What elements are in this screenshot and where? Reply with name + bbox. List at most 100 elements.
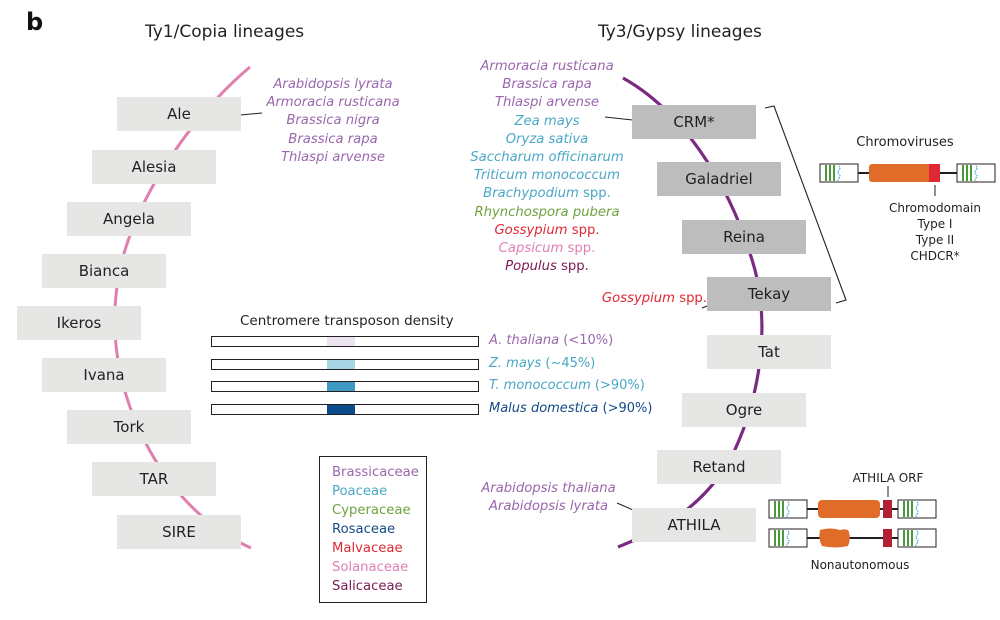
lineage-box-tat: Tat <box>707 335 831 369</box>
nonautonomous-label: Nonautonomous <box>810 558 910 572</box>
species-suffix: spp. <box>675 291 707 306</box>
species-name: Thlaspi arvense <box>466 94 628 112</box>
athila-orf-label: ATHILA ORF <box>852 471 924 485</box>
species-name: Triticum monococcum <box>466 167 628 185</box>
species-name: Arabidopsis thaliana <box>481 481 616 496</box>
density-bar <box>211 381 479 392</box>
athila-orf-block <box>883 500 892 518</box>
species-suffix: spp. <box>556 259 589 275</box>
lineage-box-retand: Retand <box>657 450 781 484</box>
lineage-box-ivana: Ivana <box>42 358 166 392</box>
ltr-pbs <box>786 501 790 518</box>
species-genus: Rhynchospora pubera <box>474 204 620 220</box>
density-band <box>327 359 355 369</box>
gag-pol-orf <box>869 164 933 182</box>
species-name: Brassica rapa <box>288 131 378 147</box>
lineage-box-galadriel: Galadriel <box>657 162 781 196</box>
species-genus: Zea mays <box>514 113 580 129</box>
copia-title: Ty1/Copia lineages <box>145 22 305 42</box>
ltr-pbs <box>915 501 919 518</box>
species-name: Oryza sativa <box>466 131 628 149</box>
gypsy-title: Ty3/Gypsy lineages <box>598 22 762 42</box>
panel-letter: b <box>26 8 44 36</box>
density-title: Centromere transposon density <box>240 313 454 329</box>
chromodomain-type-1: Type I <box>917 217 953 231</box>
species-name: Rhynchospora pubera <box>466 204 628 222</box>
ltr-pbs <box>837 165 841 182</box>
species-suffix: spp. <box>563 241 596 257</box>
density-label: A. thaliana (<10%) <box>489 333 613 348</box>
nonautonomous-athila-element <box>768 528 937 548</box>
ltr-pbs <box>974 165 978 182</box>
density-value: (<10%) <box>559 333 614 348</box>
density-band <box>327 404 355 414</box>
ltr-pbs <box>915 530 919 547</box>
chromoviruses-title: Chromoviruses <box>856 135 954 150</box>
athila-element <box>768 499 937 519</box>
chromodomain-label: Chromodomain Type I Type II CHDCR* <box>875 200 995 264</box>
density-band <box>327 337 355 346</box>
species-genus: Populus <box>505 259 557 275</box>
gag-pol-orf <box>818 500 880 518</box>
legend-item-cyperaceae: Cyperaceae <box>332 503 411 518</box>
species-name: Zea mays <box>466 113 628 131</box>
species-genus: Saccharum officinarum <box>470 150 624 166</box>
lineage-box-reina: Reina <box>682 220 806 254</box>
density-value: (>90%) <box>590 378 645 393</box>
chromovirus-element <box>819 163 996 183</box>
lineage-box-bianca: Bianca <box>42 254 166 288</box>
species-name: Brachypodium spp. <box>466 185 628 203</box>
lineage-box-ogre: Ogre <box>682 393 806 427</box>
species-name: Gossypium spp. <box>466 222 628 240</box>
species-name: Populus spp. <box>466 258 628 276</box>
density-bar <box>211 358 479 370</box>
density-bar <box>211 336 479 347</box>
density-label: Malus domestica (>90%) <box>489 401 652 416</box>
species-name: Arabidopsis lyrata <box>273 77 393 92</box>
species-genus: Gossypium <box>494 222 568 238</box>
density-species: T. monococcum <box>489 378 591 393</box>
species-name: Armoracia rusticana <box>266 95 400 111</box>
density-species: Z. mays <box>489 355 542 371</box>
chromodomain-text: Chromodomain <box>889 201 981 215</box>
density-label: T. monococcum (>90%) <box>489 378 645 393</box>
lineage-box-tork: Tork <box>67 410 191 444</box>
density-species: Malus domestica <box>489 400 599 416</box>
lineage-box-athila: ATHILA <box>632 508 756 542</box>
species-genus: Triticum monococcum <box>474 168 620 184</box>
lineage-box-alesia: Alesia <box>92 150 216 184</box>
species-genus: Gossypium <box>601 291 675 306</box>
species-genus: Armoracia rusticana <box>480 59 614 74</box>
species-name: Thlaspi arvense <box>280 149 386 165</box>
legend-item-malvaceae: Malvaceae <box>332 541 403 556</box>
species-genus: Brassica rapa <box>502 77 592 93</box>
species-name: Brassica nigra <box>286 113 380 129</box>
species-name: Saccharum officinarum <box>466 149 628 167</box>
species-name: Armoracia rusticana <box>466 58 628 76</box>
density-value: (>90%) <box>598 400 653 416</box>
chromovirus-bracket <box>764 105 847 304</box>
species-suffix: spp. <box>578 186 611 202</box>
lineage-box-tekay: Tekay <box>707 277 831 311</box>
species-name: Capsicum spp. <box>466 240 628 258</box>
truncated-orf <box>819 528 850 548</box>
lineage-box-tar: TAR <box>92 462 216 496</box>
species-genus: Oryza sativa <box>505 131 589 147</box>
chromodomain-type-2: Type II <box>915 233 955 247</box>
lineage-box-ikeros: Ikeros <box>17 306 141 340</box>
legend-item-rosaceae: Rosaceae <box>332 522 396 537</box>
chromodomain-type-chdcr: CHDCR* <box>910 249 960 263</box>
lineage-box-angela: Angela <box>67 202 191 236</box>
species-genus: Brachypodium <box>483 186 579 202</box>
athila-orf-block <box>883 529 892 547</box>
lineage-box-ale: Ale <box>117 97 241 131</box>
ltr-pbs <box>786 530 790 547</box>
legend-item-brassicaceae: Brassicaceae <box>332 465 419 480</box>
density-label: Z. mays (~45%) <box>489 356 595 371</box>
